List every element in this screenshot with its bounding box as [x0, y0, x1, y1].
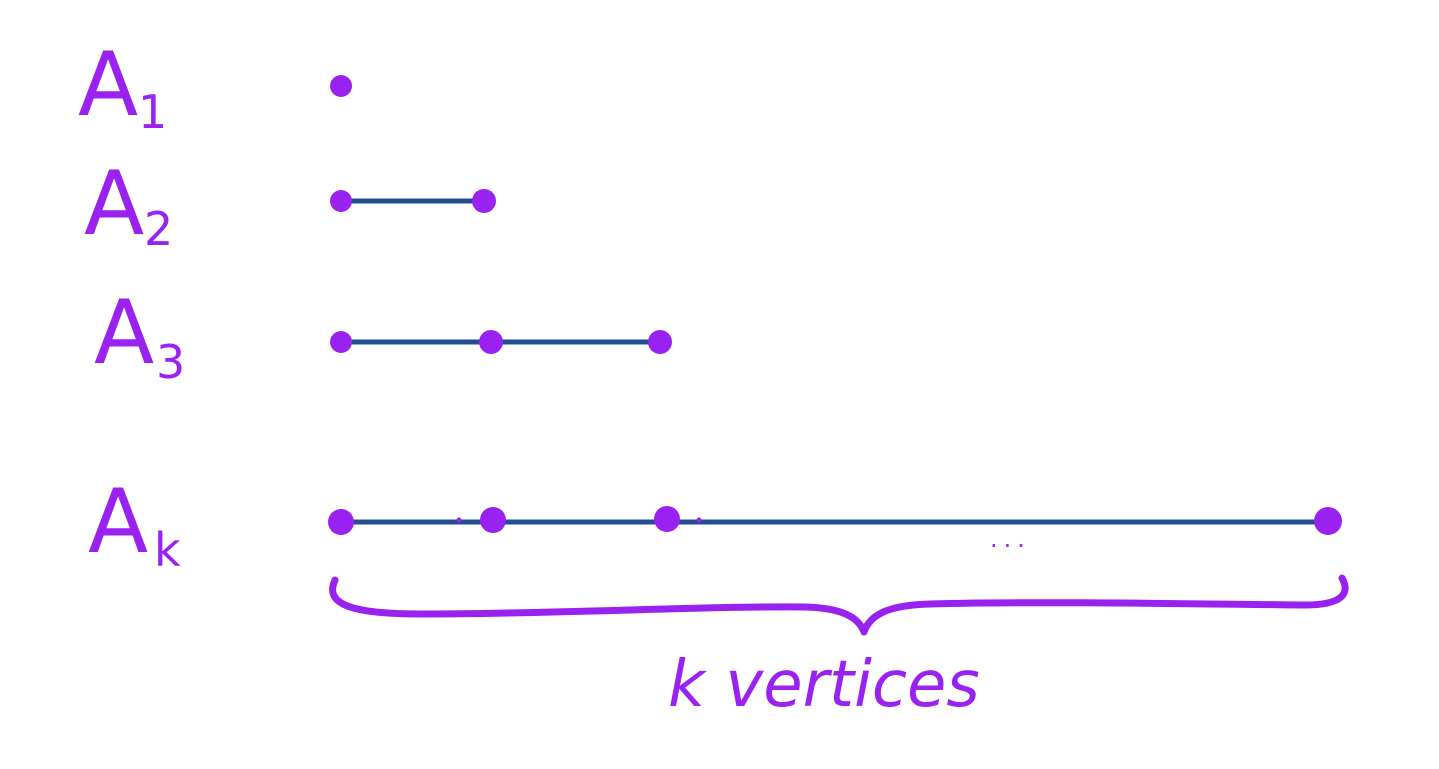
row-label-a2-subscript: 2	[144, 202, 173, 256]
path-graph-a1	[330, 75, 352, 97]
vertex	[654, 506, 680, 532]
row-label-a1-subscript: 1	[138, 85, 167, 139]
row-label-a1: A 1	[78, 33, 167, 139]
row-label-a2-base: A	[84, 152, 144, 255]
caption: k vertices	[668, 648, 980, 722]
path-graph-a2	[330, 189, 496, 213]
row-label-ak: A k	[88, 470, 181, 577]
curly-brace	[329, 574, 1349, 636]
ellipsis-dots: ...	[990, 525, 1031, 553]
vertex	[328, 509, 354, 535]
row-label-a2: A 2	[84, 152, 173, 256]
vertex	[1314, 507, 1342, 535]
vertex	[472, 189, 496, 213]
row-label-a3-subscript: 3	[156, 335, 185, 389]
vertex	[330, 331, 352, 353]
path-graph-ak: ...	[328, 506, 1342, 553]
vertex	[648, 330, 672, 354]
row-label-a1-base: A	[78, 33, 138, 136]
path-graph-a3	[330, 330, 672, 354]
row-label-ak-subscript: k	[154, 523, 181, 577]
stray-mark	[456, 517, 462, 523]
vertex	[330, 190, 352, 212]
stray-mark	[696, 517, 702, 523]
vertex	[330, 75, 352, 97]
vertex	[479, 330, 503, 354]
row-label-a3: A 3	[94, 281, 185, 389]
row-label-a3-base: A	[94, 281, 154, 384]
row-label-ak-base: A	[88, 470, 148, 573]
vertex	[480, 507, 506, 533]
